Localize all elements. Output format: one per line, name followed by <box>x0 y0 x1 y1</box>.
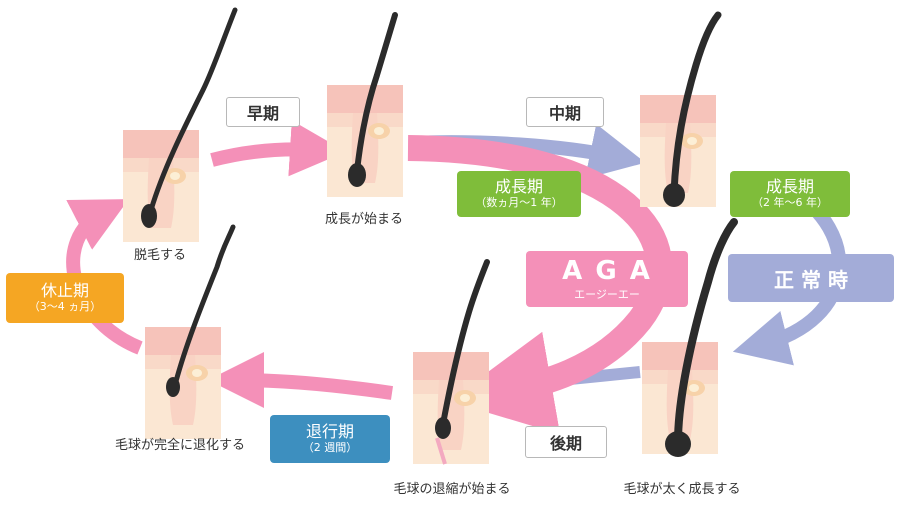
badge-aga-growth-title: 成長期 <box>494 177 543 197</box>
follicle-middle <box>640 11 722 207</box>
badge-normal-growth-title: 成長期 <box>765 177 814 197</box>
phase-early-label: 早期 <box>226 97 300 127</box>
badge-resting-title: 休止期 <box>40 281 89 301</box>
badge-normal-growth-sub: （2 年〜6 年） <box>752 195 828 209</box>
badge-regression: 退行期 （2 週間） <box>270 415 390 463</box>
banner-aga-title: A G A <box>562 256 652 286</box>
arrow-regression <box>208 352 394 409</box>
badge-normal-growth: 成長期 （2 年〜6 年） <box>730 171 850 217</box>
follicle-bulb-regressed <box>145 224 236 439</box>
follicle-shrink-start <box>413 259 490 465</box>
caption-growth-start: 成長が始まる <box>324 212 404 227</box>
follicle-growth-start <box>327 12 403 197</box>
follicle-shedding <box>123 7 238 242</box>
badge-aga-growth-sub: （数ヵ月〜1 年） <box>475 195 563 209</box>
badge-resting-sub: （3〜4 ヵ月） <box>28 299 102 313</box>
caption-bulb-thick: 毛球が太く成長する <box>623 482 741 497</box>
badge-regression-title: 退行期 <box>305 422 354 442</box>
follicle-bulb-thick <box>642 218 738 457</box>
banner-aga-sub: エージーエー <box>574 288 640 301</box>
caption-shrink-start: 毛球の退縮が始まる <box>393 482 511 497</box>
banner-normal: 正 常 時 <box>728 254 894 302</box>
badge-regression-sub: （2 週間） <box>302 440 358 454</box>
phase-middle-label: 中期 <box>526 97 604 127</box>
banner-normal-title: 正 常 時 <box>774 267 848 292</box>
badge-resting: 休止期 （3〜4 ヵ月） <box>6 273 124 323</box>
badge-aga-growth: 成長期 （数ヵ月〜1 年） <box>457 171 581 217</box>
caption-shedding: 脱毛する <box>133 248 187 263</box>
caption-bulb-regressed: 毛球が完全に退化する <box>114 438 246 453</box>
banner-aga: A G A エージーエー <box>526 251 688 307</box>
arrow-early <box>210 120 346 177</box>
phase-late-label: 後期 <box>525 426 607 458</box>
